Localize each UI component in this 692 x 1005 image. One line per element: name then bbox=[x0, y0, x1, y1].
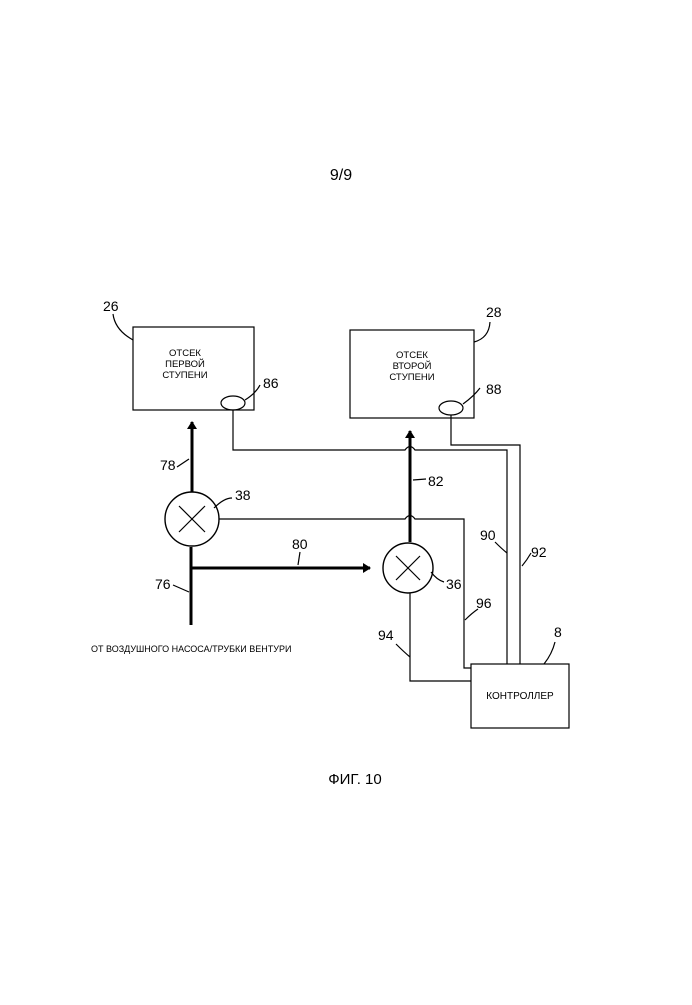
ref-90: 90 bbox=[480, 527, 496, 543]
ref-26: 26 bbox=[103, 298, 119, 314]
ref-86: 86 bbox=[263, 375, 279, 391]
ref-8: 8 bbox=[554, 624, 562, 640]
leader-8 bbox=[544, 642, 555, 664]
ref-76: 76 bbox=[155, 576, 171, 592]
second-stage-compartment: ОТСЕК ВТОРОЙ СТУПЕНИ bbox=[350, 330, 474, 418]
signal-line-from-36 bbox=[410, 593, 471, 681]
leader-90 bbox=[495, 542, 507, 553]
ref-80: 80 bbox=[292, 536, 308, 552]
leader-94 bbox=[396, 644, 410, 657]
ref-96: 96 bbox=[476, 595, 492, 611]
leader-96 bbox=[465, 609, 478, 620]
controller-box: КОНТРОЛЛЕР bbox=[471, 664, 569, 728]
leader-82 bbox=[413, 479, 426, 480]
leader-76 bbox=[173, 585, 189, 592]
figure-caption: ФИГ. 10 bbox=[328, 771, 382, 788]
ref-94: 94 bbox=[378, 627, 394, 643]
leader-80 bbox=[298, 552, 300, 565]
sensor-86 bbox=[221, 396, 245, 410]
ref-82: 82 bbox=[428, 473, 444, 489]
ref-78: 78 bbox=[160, 457, 176, 473]
first-stage-line-1: ОТСЕК bbox=[169, 348, 201, 359]
first-stage-compartment: ОТСЕК ПЕРВОЙ СТУПЕНИ bbox=[133, 327, 254, 410]
leader-88 bbox=[463, 388, 480, 404]
leader-26 bbox=[113, 314, 133, 340]
sensor-88 bbox=[439, 401, 463, 415]
ref-92: 92 bbox=[531, 544, 547, 560]
ref-38: 38 bbox=[235, 487, 251, 503]
first-stage-line-2: ПЕРВОЙ bbox=[165, 358, 205, 370]
signal-line-from-86 bbox=[233, 410, 507, 664]
valve-38 bbox=[165, 492, 219, 546]
valve-36 bbox=[383, 543, 433, 593]
ref-28: 28 bbox=[486, 304, 502, 320]
second-stage-line-2: ВТОРОЙ bbox=[393, 360, 432, 372]
second-stage-line-3: СТУПЕНИ bbox=[389, 372, 434, 383]
ref-36: 36 bbox=[446, 576, 462, 592]
leader-78 bbox=[177, 459, 189, 467]
page-number: 9/9 bbox=[330, 167, 352, 184]
controller-label: КОНТРОЛЛЕР bbox=[486, 691, 554, 702]
leader-28 bbox=[474, 322, 490, 342]
ref-88: 88 bbox=[486, 381, 502, 397]
source-label: ОТ ВОЗДУШНОГО НАСОСА/ТРУБКИ ВЕНТУРИ bbox=[91, 644, 291, 654]
first-stage-line-3: СТУПЕНИ bbox=[162, 370, 207, 381]
leader-86 bbox=[245, 385, 260, 400]
leader-36 bbox=[431, 572, 444, 582]
leader-92 bbox=[522, 553, 531, 566]
second-stage-line-1: ОТСЕК bbox=[396, 350, 428, 361]
